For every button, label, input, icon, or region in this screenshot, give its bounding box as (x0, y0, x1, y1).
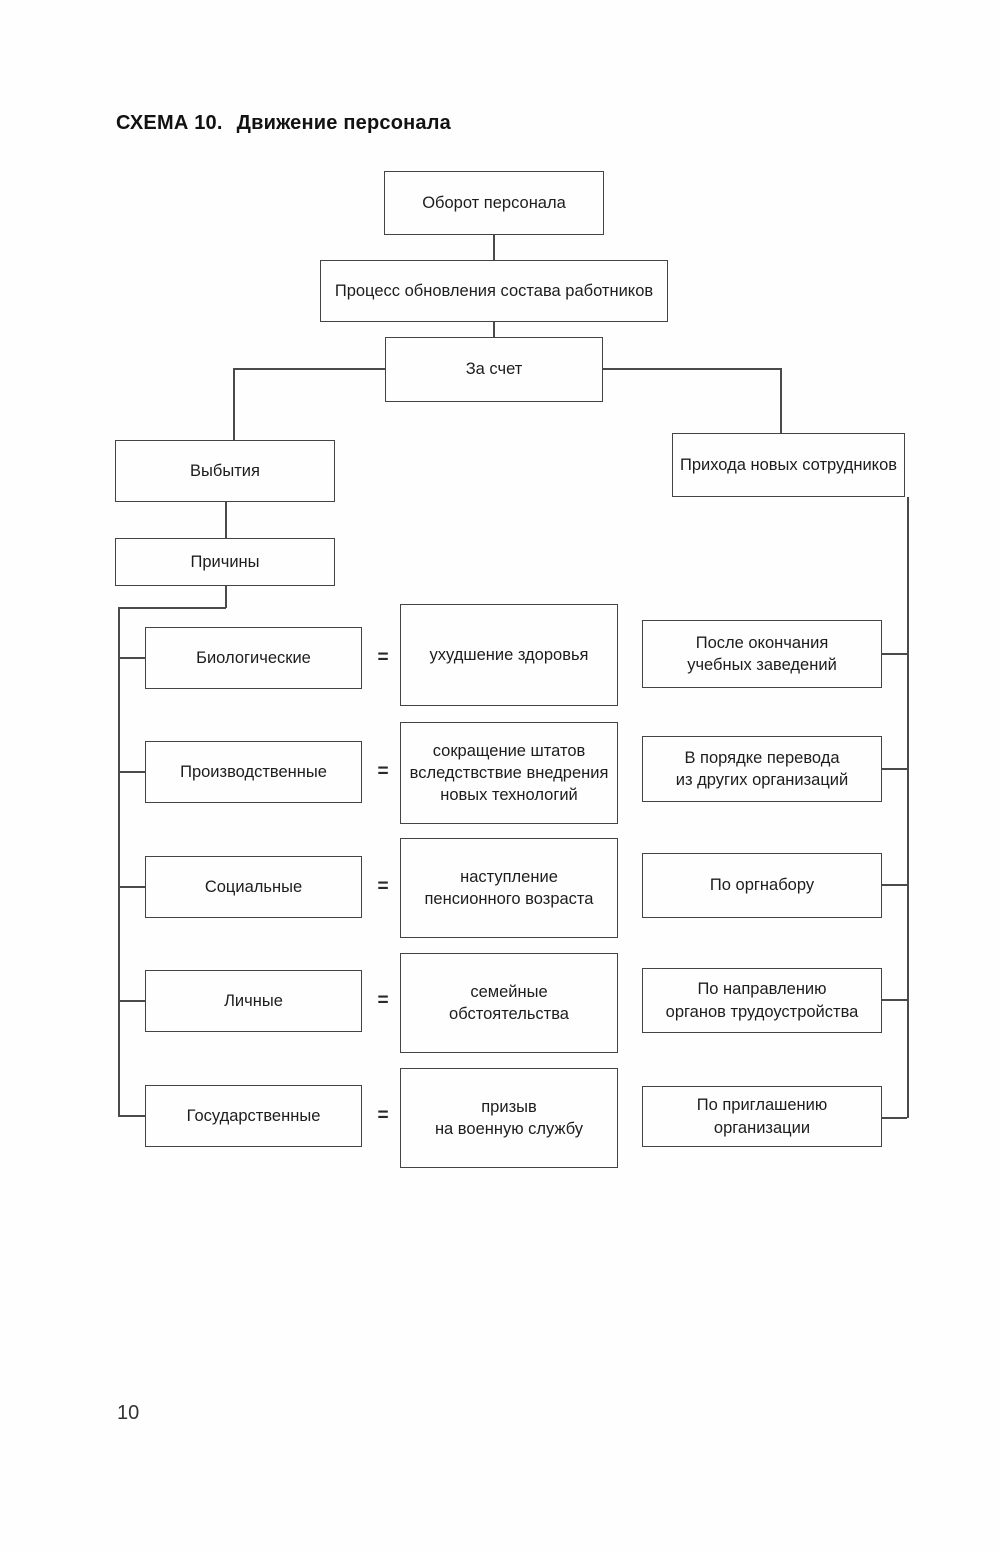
box-arrival-employment-agency: По направлению органов трудоустройства (642, 968, 882, 1033)
box-new-arrivals: Прихода новых сотрудников (672, 433, 905, 497)
box-cause-biological: Биологические (145, 627, 362, 689)
box-arrival-transfer: В порядке перевода из других организаций (642, 736, 882, 802)
scheme-number: СХЕМА 10. (116, 112, 223, 134)
connector-down-departures (233, 368, 235, 440)
box-renewal-process: Процесс обновления состава работников (320, 260, 668, 322)
connector-left-spine (118, 607, 120, 1117)
box-arrival-invitation: По приглашению организации (642, 1086, 882, 1147)
page-number: 10 (117, 1402, 140, 1424)
box-definition-retirement: наступление пенсионного возраста (400, 838, 618, 938)
connector-stub-right (882, 653, 907, 655)
connector-stub-left (118, 886, 145, 888)
box-definition-military: призыв на военную службу (400, 1068, 618, 1168)
connector-stub-left (118, 1115, 145, 1117)
equals-sign: = (377, 1105, 389, 1126)
equals-sign: = (377, 647, 389, 668)
box-arrival-education: После окончания учебных заведений (642, 620, 882, 688)
box-due-to: За счет (385, 337, 603, 402)
scheme-title: Движение персонала (236, 112, 451, 134)
equals-sign: = (377, 990, 389, 1011)
box-departures: Выбытия (115, 440, 335, 502)
connector-stub-right (882, 1117, 907, 1119)
connector-process-dueto (493, 322, 495, 337)
connector-reasons-down (225, 586, 227, 608)
connector-reasons-elbow (118, 607, 226, 609)
box-definition-staff-reduction: сокращение штатов вследствствие внедрени… (400, 722, 618, 824)
connector-turnover-process (493, 235, 495, 260)
connector-right-spine (907, 497, 909, 1118)
box-cause-production: Производственные (145, 741, 362, 803)
box-cause-personal: Личные (145, 970, 362, 1032)
page-title: СХЕМА 10. Движение персонала (116, 112, 451, 135)
connector-stub-right (882, 999, 907, 1001)
connector-down-arrivals (780, 368, 782, 433)
connector-stub-left (118, 771, 145, 773)
box-definition-family: семейные обстоятельства (400, 953, 618, 1053)
box-definition-health: ухудшение здоровья (400, 604, 618, 706)
equals-sign: = (377, 876, 389, 897)
connector-dueto-left-arm (233, 368, 385, 370)
box-personnel-turnover: Оборот персонала (384, 171, 604, 235)
equals-sign: = (377, 761, 389, 782)
connector-stub-right (882, 884, 907, 886)
connector-stub-left (118, 657, 145, 659)
connector-dueto-right-arm (603, 368, 780, 370)
box-cause-social: Социальные (145, 856, 362, 918)
box-reasons: Причины (115, 538, 335, 586)
connector-departures-reasons (225, 502, 227, 538)
box-arrival-recruitment: По оргнабору (642, 853, 882, 918)
connector-stub-left (118, 1000, 145, 1002)
connector-stub-right (882, 768, 907, 770)
box-cause-state: Государственные (145, 1085, 362, 1147)
